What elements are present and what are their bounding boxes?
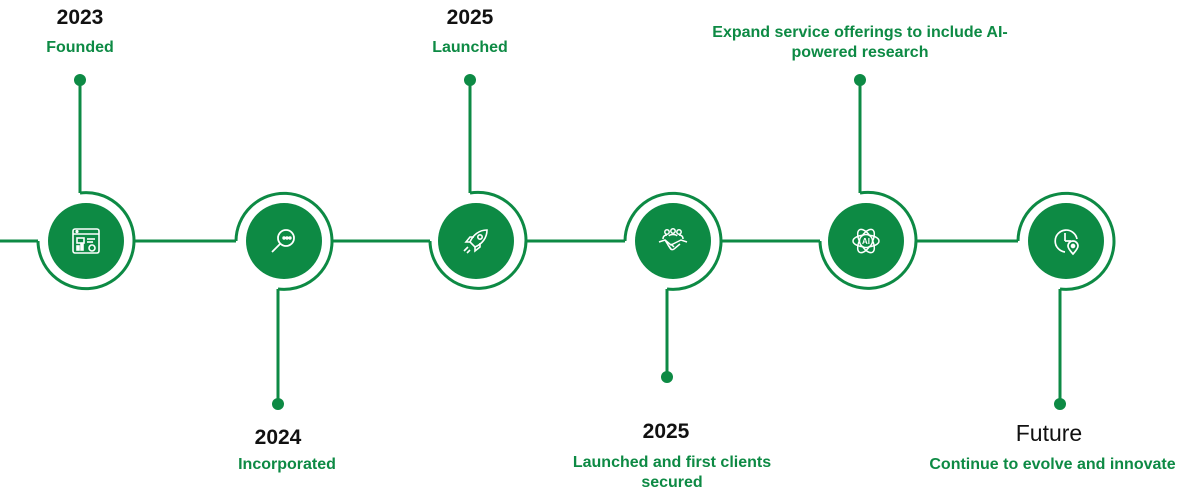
milestone-year: 2025 [446, 6, 494, 29]
milestone-node-2024 [246, 203, 322, 279]
handshake-team-icon [658, 228, 688, 251]
milestone-year: Future [1015, 420, 1083, 446]
svg-text:AI: AI [862, 237, 870, 246]
milestone-year: 2025 [642, 420, 690, 443]
rocket-icon [463, 229, 488, 254]
growth-location-icon [1054, 229, 1079, 256]
milestone-label: Launched [432, 39, 508, 56]
dashboard-analytics-icon [72, 228, 100, 254]
milestone-node-ai: AI [828, 203, 904, 279]
milestone-node-2025-clients [635, 203, 711, 279]
milestone-node-future [1028, 203, 1104, 279]
ai-chip-icon: AI [852, 228, 880, 254]
milestone-label: Expand service offerings to include AI-p… [712, 24, 1008, 61]
milestone-year: 2023 [56, 6, 104, 29]
milestone-label: Incorporated [238, 456, 336, 473]
milestone-label: Launched and first clients secured [572, 454, 772, 491]
milestone-label: Founded [46, 39, 114, 56]
milestone-node-2025-launched [438, 203, 514, 279]
search-magnifier-icon [271, 229, 295, 253]
milestone-year: 2024 [254, 426, 302, 449]
milestone-label: Continue to evolve and innovate [929, 456, 1176, 473]
milestone-node-2023 [48, 203, 124, 279]
